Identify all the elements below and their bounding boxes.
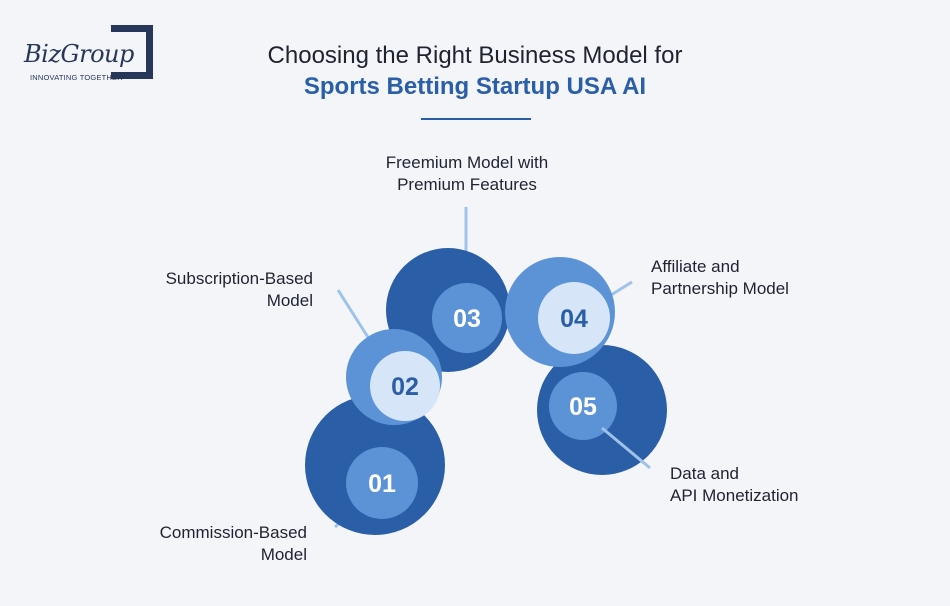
step-02-label-line-1: Subscription-Based <box>165 269 313 288</box>
step-01-inner-circle <box>346 447 418 519</box>
step-01-number: 01 <box>368 470 396 498</box>
step-02-label: Subscription-Based Model <box>133 268 313 312</box>
step-03-label-line-2: Premium Features <box>397 175 537 194</box>
logo-frame <box>111 25 153 79</box>
connector-05 <box>601 426 651 470</box>
step-02-label-line-2: Model <box>266 291 313 310</box>
step-04-number: 04 <box>560 305 588 333</box>
title-underline <box>421 118 531 120</box>
logo-tagline: INNOVATING TOGETHER <box>30 73 123 82</box>
step-03-inner-circle <box>432 283 502 353</box>
step-04-label: Affiliate and Partnership Model <box>651 256 841 300</box>
step-05-label-line-1: Data and <box>670 464 739 483</box>
step-01-label-line-2: Model <box>260 545 307 564</box>
page-title-line-2: Sports Betting Startup USA AI <box>303 73 647 100</box>
step-05-number: 05 <box>569 393 597 421</box>
step-05-inner-circle <box>549 372 617 440</box>
step-04-inner-circle <box>538 282 610 354</box>
step-01-label: Commission-Based Model <box>133 522 307 566</box>
step-03-label-line-1: Freemium Model with <box>385 153 549 172</box>
step-02-number: 02 <box>391 373 419 401</box>
step-04-label-line-2: Partnership Model <box>651 279 789 298</box>
step-02-inner-circle <box>370 351 440 421</box>
step-01-label-line-1: Commission-Based <box>159 523 307 542</box>
logo-wordmark: BizGroup <box>24 40 134 68</box>
step-05-label-line-2: API Monetization <box>670 486 799 505</box>
step-03-number: 03 <box>453 305 481 333</box>
page-title-line-1: Choosing the Right Business Model for <box>267 42 683 69</box>
step-04-label-line-1: Affiliate and <box>651 257 740 276</box>
step-05-label: Data and API Monetization <box>670 463 850 507</box>
bizgroup-logo: BizGroup INNOVATING TOGETHER <box>22 24 162 88</box>
step-03-label: Freemium Model with Premium Features <box>360 152 574 196</box>
